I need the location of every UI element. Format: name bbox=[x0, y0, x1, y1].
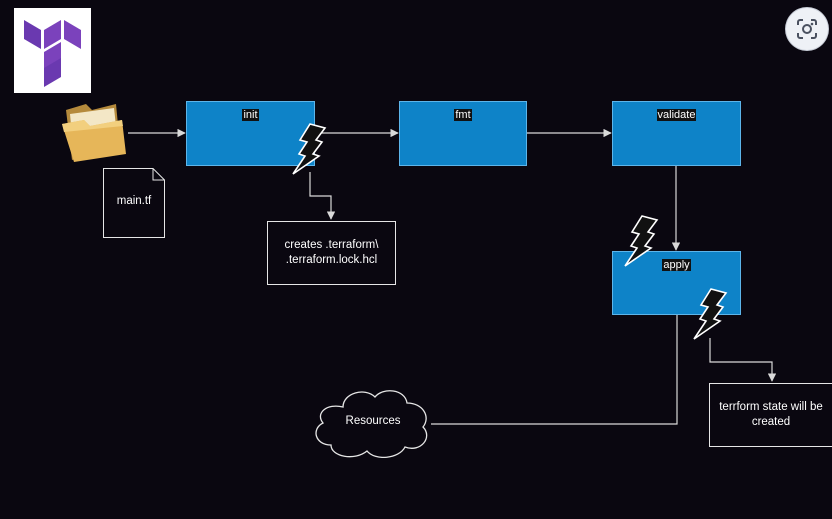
connector-apply-state bbox=[709, 338, 777, 382]
file-main-tf: main.tf bbox=[103, 168, 165, 238]
step-apply-label: apply bbox=[662, 259, 691, 271]
folder-icon bbox=[60, 100, 130, 167]
state-note-line1: terrform state will be bbox=[719, 401, 823, 413]
apply-lightning-bolt-icon bbox=[693, 288, 728, 340]
terraform-logo-icon bbox=[14, 8, 91, 93]
file-label: main.tf bbox=[116, 195, 152, 207]
connector-init-note bbox=[309, 172, 336, 220]
step-init-label: init bbox=[242, 109, 259, 121]
step-validate[interactable]: validate bbox=[612, 101, 741, 166]
init-lightning-bolt-icon bbox=[292, 123, 327, 175]
validate-lightning-bolt-icon bbox=[624, 215, 659, 267]
init-output-line2: .terraform.lock.hcl bbox=[285, 254, 378, 266]
step-fmt[interactable]: fmt bbox=[399, 101, 527, 166]
resources-label: Resources bbox=[345, 415, 401, 427]
connector-apply-resources bbox=[431, 315, 678, 425]
state-note: terrform state will be created bbox=[709, 383, 832, 447]
lens-search-button[interactable] bbox=[786, 8, 828, 50]
step-apply[interactable]: apply bbox=[612, 251, 741, 315]
step-validate-label: validate bbox=[656, 109, 697, 121]
step-fmt-label: fmt bbox=[454, 109, 472, 121]
init-output-line1: creates .terraform\ bbox=[284, 239, 379, 251]
init-output-note: creates .terraform\ .terraform.lock.hcl bbox=[267, 221, 396, 285]
state-note-line2: created bbox=[751, 416, 791, 428]
resources-cloud: Resources bbox=[313, 385, 433, 461]
lens-search-icon bbox=[797, 19, 817, 39]
